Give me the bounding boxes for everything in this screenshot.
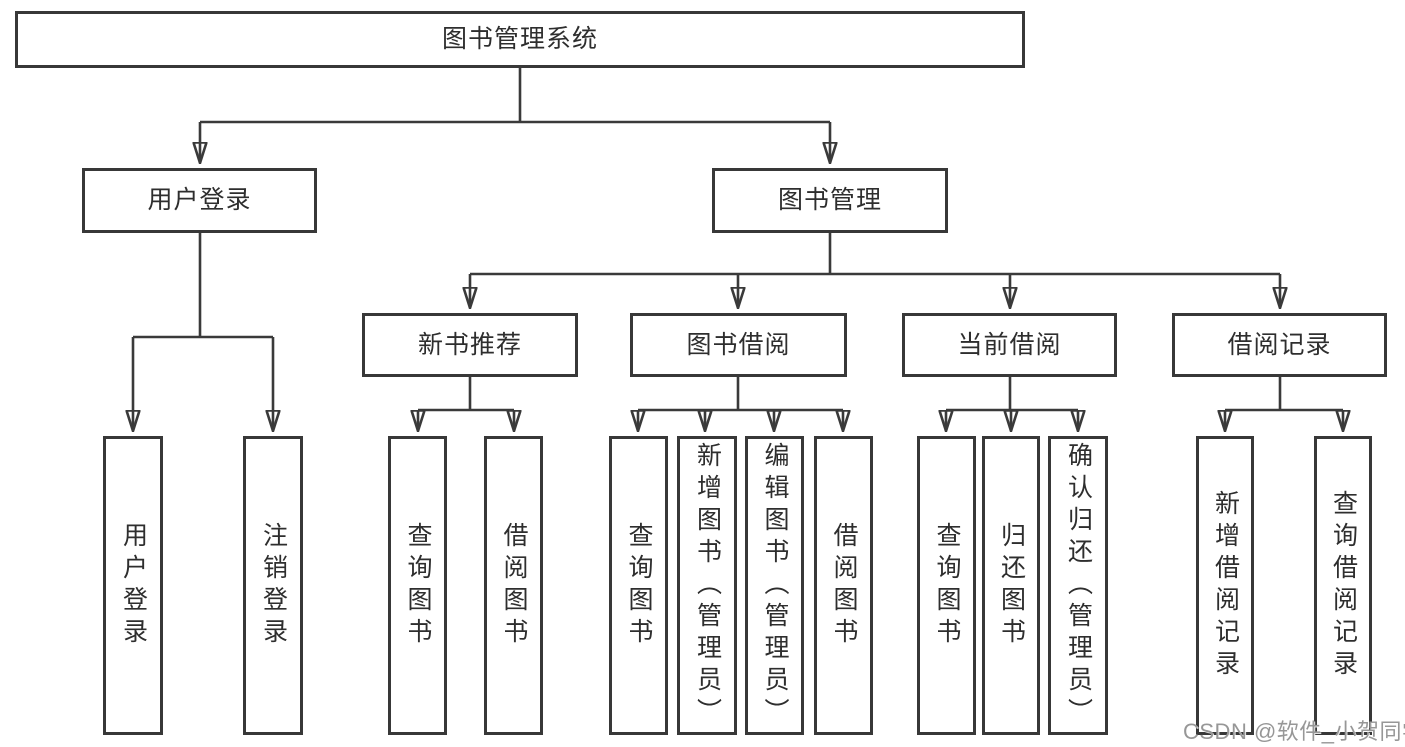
leaf-borrow-books-recommend: 借阅图书 [484,436,543,735]
leaf-logout-label: 注销登录 [259,521,288,650]
leaf-return-books-label: 归还图书 [997,521,1026,650]
node-book-management-label: 图书管理 [777,186,882,214]
leaf-query-books-current: 查询图书 [917,436,976,735]
node-book-borrowing-label: 图书借阅 [686,330,791,359]
node-book-borrowing: 图书借阅 [630,313,847,377]
node-user-login: 用户登录 [82,168,317,233]
leaf-logout: 注销登录 [243,436,303,735]
leaf-add-borrow-record: 新增借阅记录 [1196,436,1254,735]
leaf-borrow-books-label: 借阅图书 [830,521,858,650]
leaf-add-borrow-record-label: 新增借阅记录 [1211,489,1240,682]
node-new-book-recommend-label: 新书推荐 [417,330,522,359]
node-root-label: 图书管理系统 [441,25,598,53]
leaf-query-books-recommend-label: 查询图书 [404,521,432,650]
leaf-borrow-books: 借阅图书 [814,436,873,735]
leaf-query-books-recommend: 查询图书 [388,436,447,735]
leaf-query-borrow-record: 查询借阅记录 [1314,436,1372,735]
node-book-management: 图书管理 [712,168,948,233]
leaf-query-borrow-record-label: 查询借阅记录 [1329,489,1358,682]
leaf-confirm-return-admin-label: 确认归还（管理员） [1064,441,1093,730]
node-borrowing-records: 借阅记录 [1172,313,1387,377]
leaf-query-books-borrowing-label: 查询图书 [625,521,653,650]
node-borrowing-records-label: 借阅记录 [1227,330,1332,359]
node-root: 图书管理系统 [15,11,1025,68]
node-current-borrowing: 当前借阅 [902,313,1117,377]
leaf-query-books-borrowing: 查询图书 [609,436,668,735]
leaf-return-books: 归还图书 [982,436,1040,735]
leaf-borrow-books-recommend-label: 借阅图书 [500,521,528,650]
node-user-login-label: 用户登录 [147,186,252,214]
leaf-user-login: 用户登录 [103,436,163,735]
node-new-book-recommend: 新书推荐 [362,313,578,377]
leaf-query-books-current-label: 查询图书 [933,521,961,650]
leaf-edit-books-admin-label: 编辑图书（管理员） [761,441,789,730]
leaf-confirm-return-admin: 确认归还（管理员） [1048,436,1108,735]
leaf-add-books-admin-label: 新增图书（管理员） [693,441,722,730]
leaf-add-books-admin: 新增图书（管理员） [677,436,737,735]
watermark: CSDN @软件_小贺同学 [1183,719,1405,744]
node-current-borrowing-label: 当前借阅 [957,330,1062,359]
leaf-edit-books-admin: 编辑图书（管理员） [745,436,804,735]
leaf-user-login-label: 用户登录 [119,521,148,650]
